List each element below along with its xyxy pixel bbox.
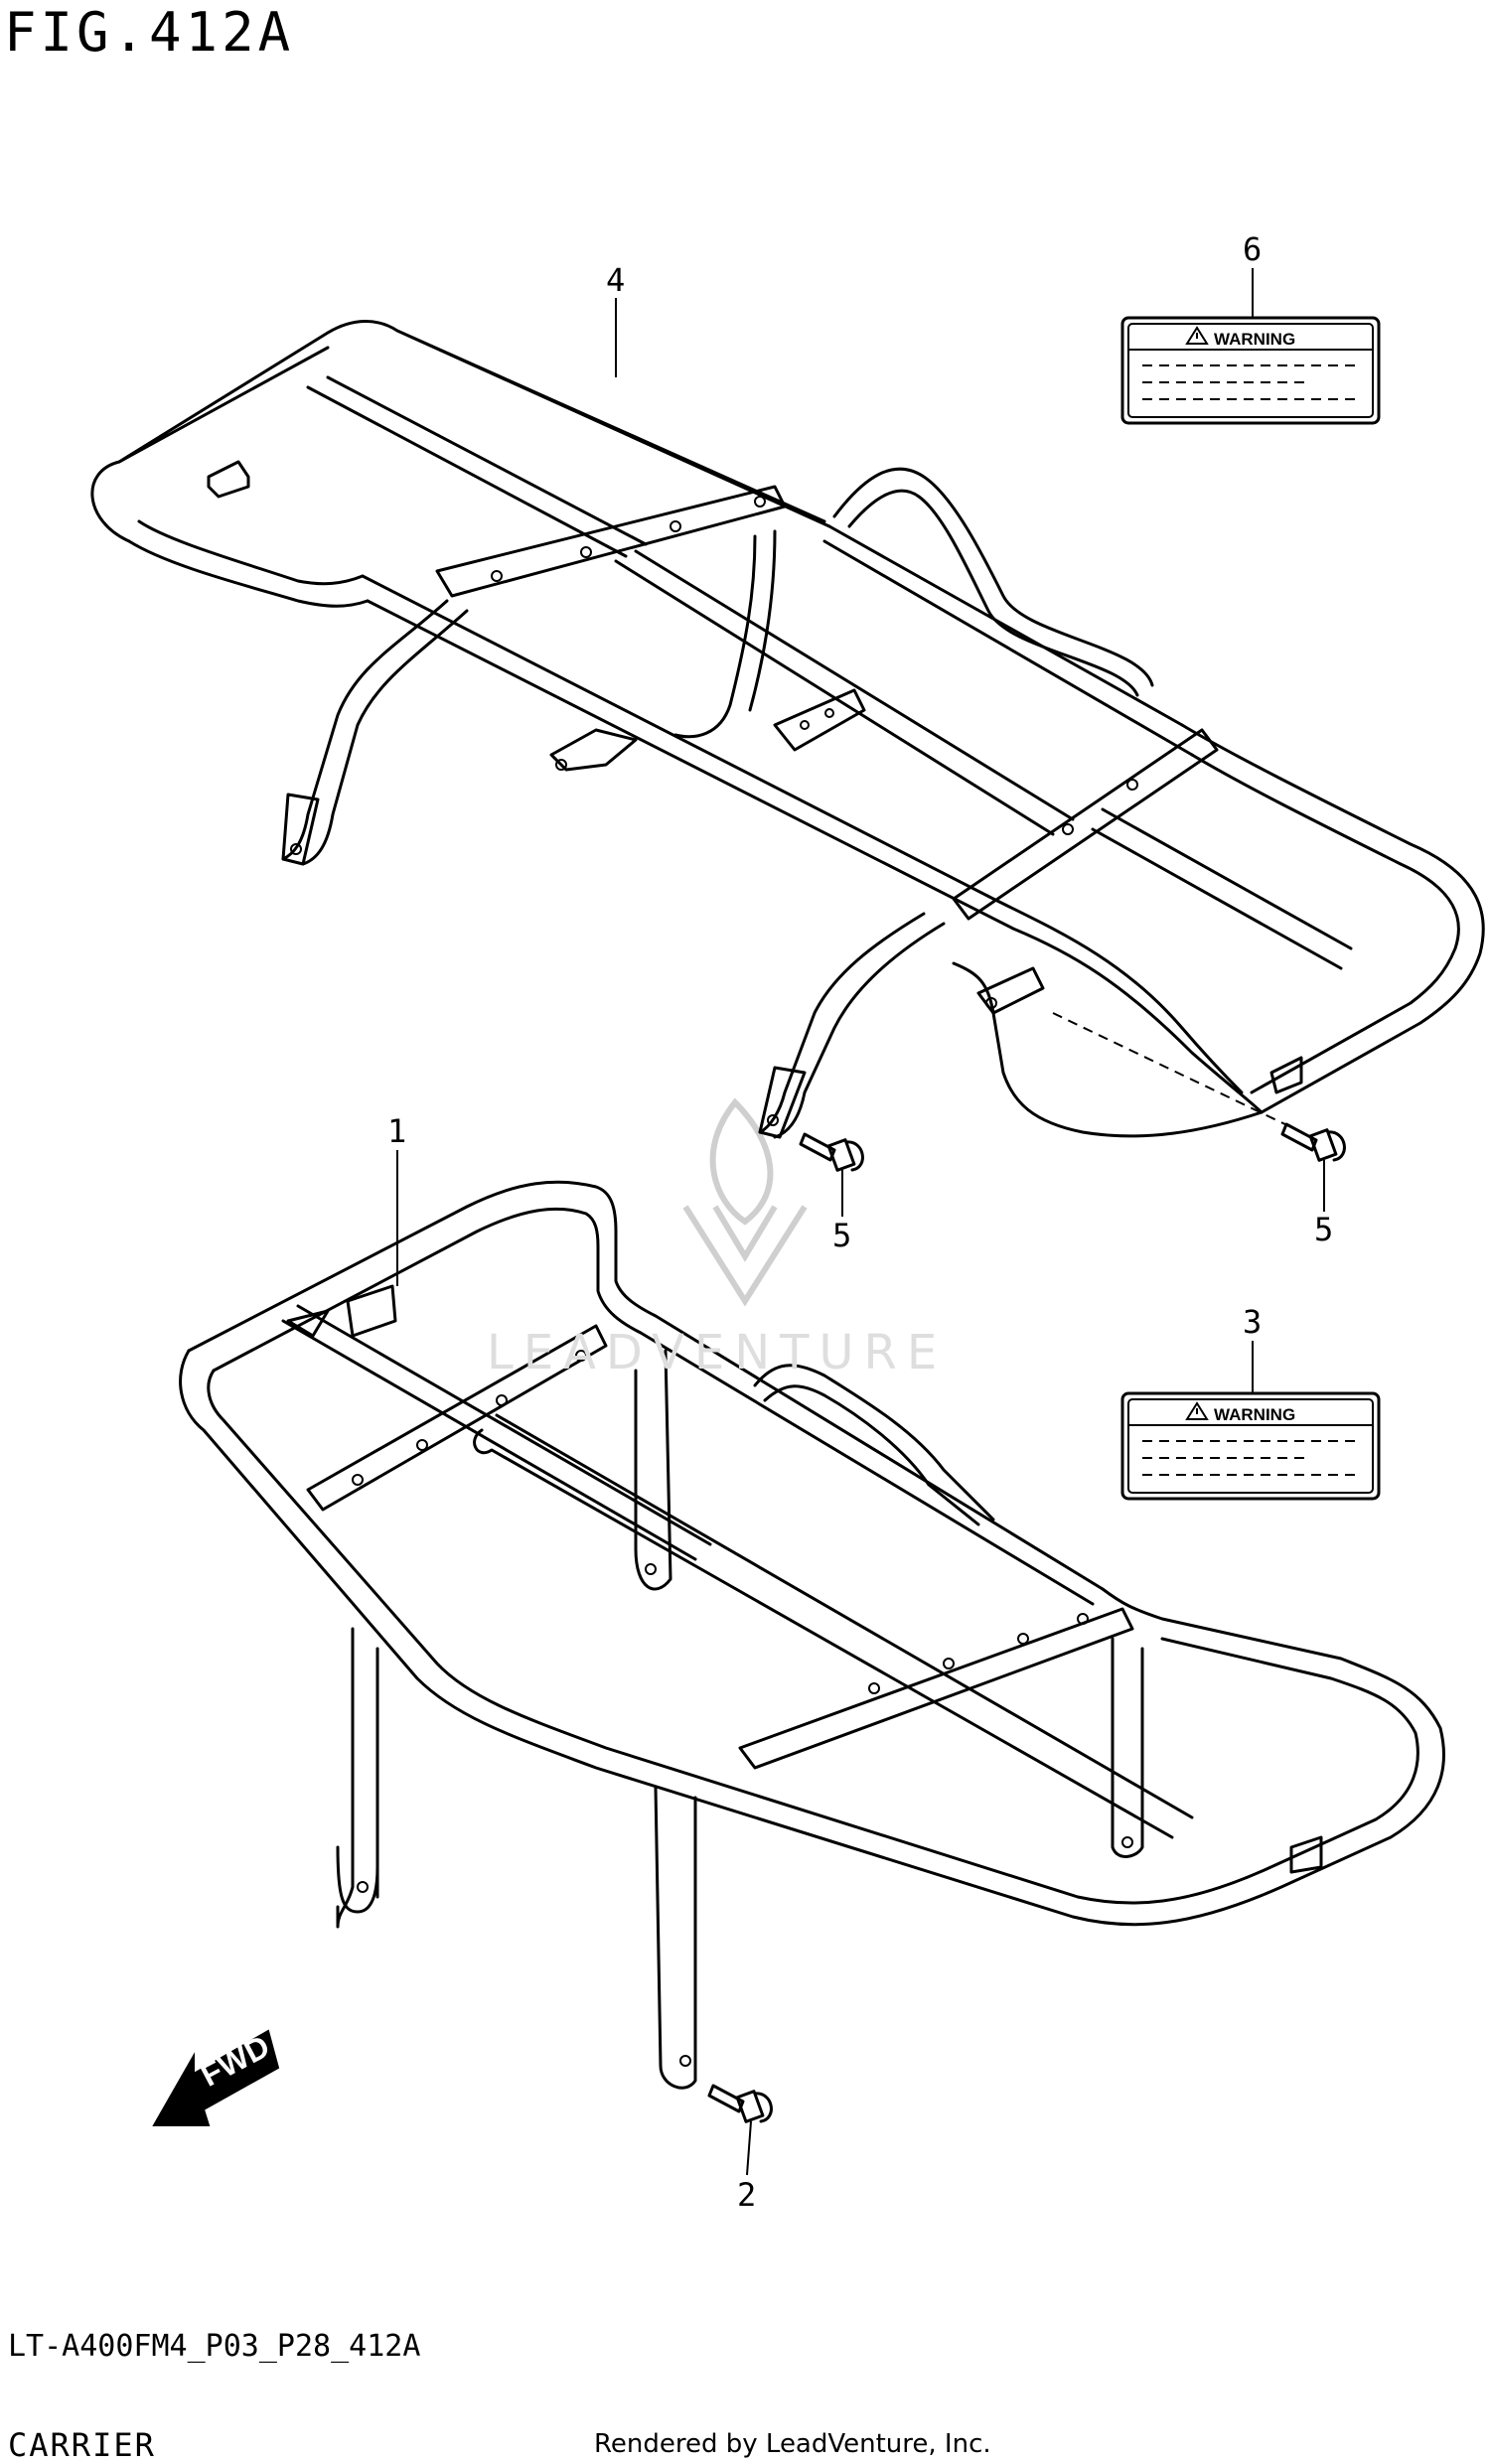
warning-triangle-icon	[1185, 1401, 1209, 1420]
callout-4[interactable]: 4	[606, 261, 626, 299]
bolt-part-5-left[interactable]	[799, 1132, 864, 1172]
fwd-arrow-icon	[152, 2029, 280, 2126]
callout-1[interactable]: 1	[387, 1112, 407, 1150]
warning-label-part-6[interactable]	[1120, 316, 1381, 425]
bolt-part-2[interactable]	[707, 2084, 773, 2123]
callout-5-left[interactable]: 5	[832, 1217, 852, 1254]
section-title: CARRIER	[8, 2426, 156, 2464]
warning-label-text-top: WARNING	[1214, 330, 1296, 349]
rendered-by-credit: Rendered by LeadVenture, Inc.	[594, 2429, 991, 2459]
callout-5-right[interactable]: 5	[1314, 1211, 1334, 1248]
rear-carrier-part-1[interactable]	[179, 1180, 1445, 2090]
figure-title: FIG.412A	[4, 1, 295, 64]
warning-label-text-bottom: WARNING	[1214, 1405, 1296, 1424]
warning-label-part-3[interactable]	[1120, 1391, 1381, 1501]
leader-lines	[396, 268, 1325, 2176]
bolt-part-5-right[interactable]	[1280, 1122, 1346, 1162]
callout-3[interactable]: 3	[1243, 1303, 1263, 1341]
warning-triangle-icon	[1185, 326, 1209, 345]
watermark-text: LEADVENTURE	[487, 1325, 948, 1380]
model-code: LT-A400FM4_P03_P28_412A	[8, 2329, 421, 2364]
callout-6[interactable]: 6	[1243, 230, 1263, 268]
leadventure-flame-icon	[682, 1097, 808, 1307]
callout-2[interactable]: 2	[737, 2176, 757, 2214]
front-carrier-part-4[interactable]	[90, 320, 1485, 1139]
